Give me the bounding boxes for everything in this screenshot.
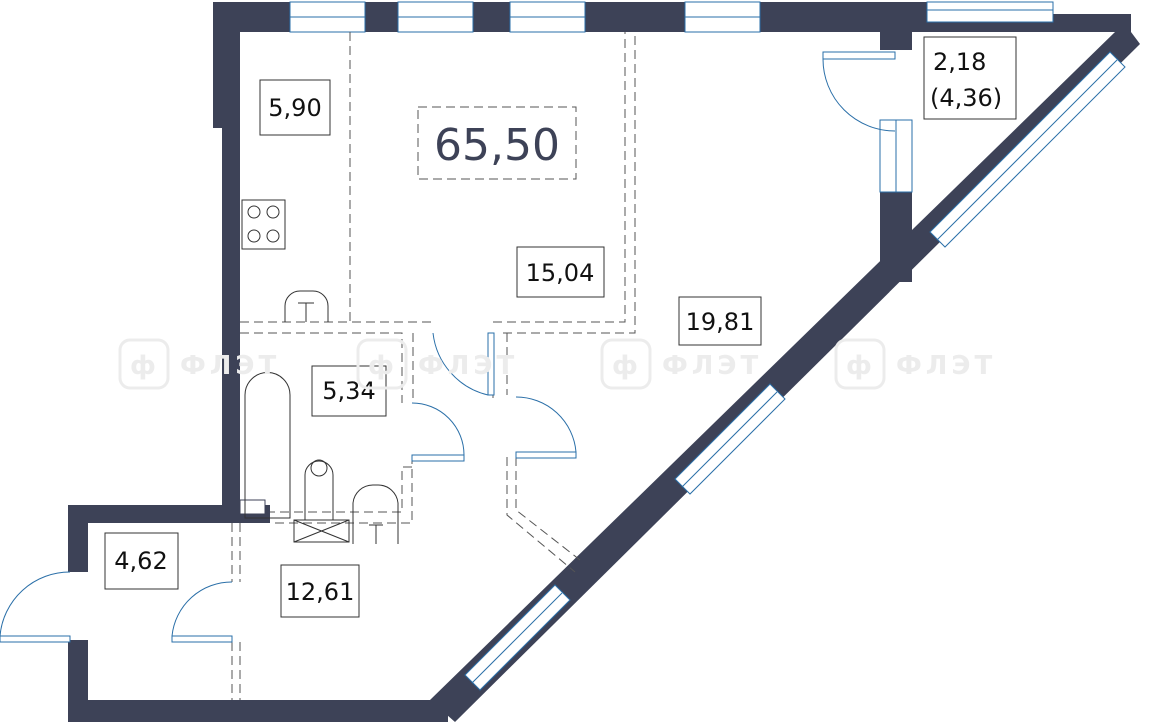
doors [0, 51, 896, 643]
svg-text:ф: ф [612, 351, 642, 381]
svg-text:ф: ф [368, 351, 398, 381]
sink-icon [284, 290, 329, 322]
fixtures [241, 199, 399, 544]
svg-text:ФЛЭТ: ФЛЭТ [180, 351, 280, 381]
watermark-item: ф ФЛЭТ [600, 338, 762, 390]
svg-text:ФЛЭТ: ФЛЭТ [896, 351, 996, 381]
svg-text:2,18: 2,18 [933, 48, 986, 76]
svg-text:5,90: 5,90 [268, 94, 321, 122]
stove-icon [241, 199, 286, 250]
windows [289, 1, 1126, 691]
washer-icon [293, 519, 350, 543]
svg-text:15,04: 15,04 [526, 259, 595, 287]
balcony-area: 2,18 (4,36) [923, 36, 1017, 120]
watermark-item: ф ФЛЭТ [834, 338, 996, 390]
svg-text:5,34: 5,34 [322, 377, 375, 405]
bathtub-icon [244, 372, 291, 519]
room-2-area: 19,81 [678, 296, 762, 346]
total-area-label: 65,50 [417, 106, 577, 180]
svg-text:4,62: 4,62 [114, 547, 167, 575]
svg-text:ФЛЭТ: ФЛЭТ [418, 351, 518, 381]
partitions [231, 32, 636, 700]
svg-text:12,61: 12,61 [286, 578, 355, 606]
bathroom-area: 5,34 [311, 365, 387, 417]
entrance-area: 4,62 [104, 532, 179, 590]
watermark-item: ф ФЛЭТ [356, 338, 518, 390]
hall-area: 12,61 [280, 564, 360, 618]
watermark-item: ф ФЛЭТ [118, 338, 280, 390]
room-1-area: 15,04 [516, 246, 605, 298]
svg-text:19,81: 19,81 [686, 308, 755, 336]
watermark: ф ФЛЭТ ф ФЛЭТ ф ФЛЭТ ф ФЛЭТ [118, 338, 996, 390]
toilet-icon [304, 459, 334, 520]
svg-text:ф: ф [846, 351, 876, 381]
room-kitchen-area: 5,90 [259, 79, 331, 136]
washbasin-icon [352, 484, 399, 544]
svg-text:ф: ф [130, 351, 160, 381]
svg-text:(4,36): (4,36) [930, 84, 1002, 112]
svg-text:65,50: 65,50 [434, 120, 560, 171]
svg-text:ФЛЭТ: ФЛЭТ [662, 351, 762, 381]
